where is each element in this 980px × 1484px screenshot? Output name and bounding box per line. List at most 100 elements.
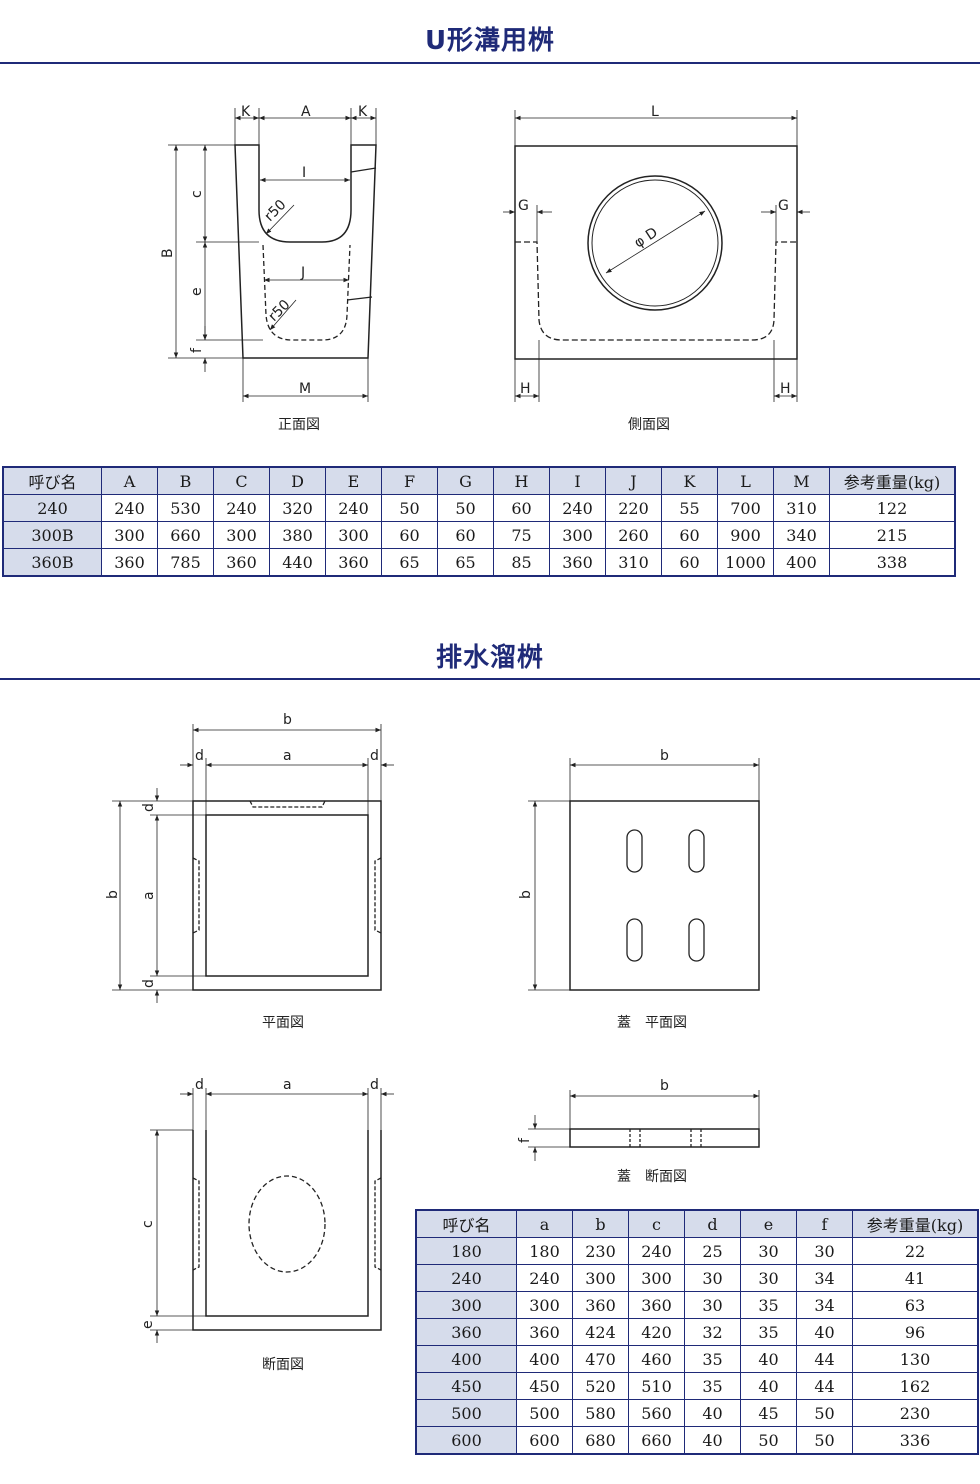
table-cell: 35	[684, 1345, 741, 1373]
table-cell: 41	[852, 1264, 979, 1292]
table-cell: 360	[516, 1318, 573, 1346]
table-cell: 230	[852, 1399, 979, 1427]
dim-label-j: J	[300, 265, 305, 281]
plan-view-caption: 平面図	[262, 1015, 304, 1031]
table-cell: 34	[796, 1264, 853, 1292]
table-cell: 65	[437, 548, 494, 577]
table-cell: 30	[740, 1237, 797, 1265]
side-view-caption: 側面図	[628, 417, 670, 433]
table-header-cell: C	[213, 466, 270, 495]
table-cell: 424	[572, 1318, 629, 1346]
table-cell: 22	[852, 1237, 979, 1265]
table-cell: 40	[684, 1399, 741, 1427]
dim-label-d: d	[141, 803, 157, 812]
table-cell: 230	[572, 1237, 629, 1265]
table-header-cell: I	[549, 466, 606, 495]
dim-label-d: d	[370, 748, 379, 764]
table-cell: 122	[829, 494, 956, 522]
table-cell: 215	[829, 521, 956, 549]
table-cell: 260	[605, 521, 662, 549]
table-cell: 40	[796, 1318, 853, 1346]
table-cell: 500	[415, 1399, 517, 1427]
table-cell: 470	[572, 1345, 629, 1373]
table-cell: 310	[605, 548, 662, 577]
table-cell: 440	[269, 548, 326, 577]
table-header-cell: e	[740, 1209, 797, 1238]
plan-view-drawing	[112, 724, 394, 1003]
table-cell: 63	[852, 1291, 979, 1319]
table-cell: 300	[572, 1264, 629, 1292]
table-header-cell: B	[157, 466, 214, 495]
dim-label-a: A	[301, 104, 311, 120]
table-cell: 520	[572, 1372, 629, 1400]
table-header-cell: J	[605, 466, 662, 495]
table-row: 300B 300 660 300 380 300 60 60 75 300 26…	[2, 521, 956, 549]
table-cell: 360	[101, 548, 158, 577]
table-cell: 30	[684, 1291, 741, 1319]
dim-label-c: c	[140, 1220, 156, 1228]
table-cell: 360	[549, 548, 606, 577]
table-cell: 240	[325, 494, 382, 522]
table-cell: 220	[605, 494, 662, 522]
table-cell: 660	[628, 1426, 685, 1455]
dim-label-b: b	[283, 712, 292, 728]
table-cell: 300	[415, 1291, 517, 1319]
table-cell: 400	[415, 1345, 517, 1373]
dim-label-r50: r50	[262, 197, 290, 225]
table-cell: 600	[415, 1426, 517, 1455]
table-cell: 336	[852, 1426, 979, 1455]
table-cell: 240	[213, 494, 270, 522]
table-cell: 40	[740, 1345, 797, 1373]
dim-label-k: K	[241, 104, 251, 120]
table-row: 360B 360 785 360 440 360 65 65 85 360 31…	[2, 548, 956, 577]
side-view-drawing	[503, 110, 810, 402]
table-cell: 55	[661, 494, 718, 522]
dim-label-c: c	[189, 190, 205, 198]
table-cell: 44	[796, 1345, 853, 1373]
table-cell: 310	[773, 494, 830, 522]
section-divider	[0, 62, 980, 64]
table-cell: 460	[628, 1345, 685, 1373]
table-header-cell: f	[796, 1209, 853, 1238]
table-cell: 360	[628, 1291, 685, 1319]
table-header-row: 呼び名 a b c d e f 参考重量(kg)	[415, 1209, 979, 1238]
dim-label-e: e	[189, 287, 205, 296]
lid-section-caption: 蓋 断面図	[617, 1169, 687, 1185]
dim-label-k: K	[358, 104, 368, 120]
table-header-cell: 呼び名	[415, 1209, 517, 1238]
lid-plan-caption: 蓋 平面図	[617, 1015, 687, 1031]
dim-label-d: d	[195, 748, 204, 764]
dim-label-m: M	[299, 381, 311, 397]
table-cell: 240	[628, 1237, 685, 1265]
dim-label-a: a	[283, 1077, 292, 1093]
table-header-cell: F	[381, 466, 438, 495]
table-row: 240 240 530 240 320 240 50 50 60 240 220…	[2, 494, 956, 522]
dim-label-h: H	[780, 381, 791, 397]
table-cell: 600	[516, 1426, 573, 1455]
dim-label-r50: r50	[266, 297, 294, 325]
table-cell: 60	[381, 521, 438, 549]
table-header-cell: c	[628, 1209, 685, 1238]
table-cell: 75	[493, 521, 550, 549]
dim-label-b: B	[160, 248, 176, 258]
lid-section-drawing	[528, 1090, 760, 1161]
table-cell: 320	[269, 494, 326, 522]
table-cell: 300	[549, 521, 606, 549]
table-cell: 240	[415, 1264, 517, 1292]
table-cell: 360	[325, 548, 382, 577]
dim-label-b: b	[660, 1078, 669, 1094]
table-cell: 680	[572, 1426, 629, 1455]
table-cell: 785	[157, 548, 214, 577]
table-cell: 240	[549, 494, 606, 522]
u-basin-spec-table: 呼び名 A B C D E F G H I J K L M 参考重量(kg) 2…	[2, 466, 956, 577]
table-cell: 300	[325, 521, 382, 549]
table-cell: 35	[740, 1318, 797, 1346]
table-cell: 32	[684, 1318, 741, 1346]
section-divider	[0, 678, 980, 680]
table-cell: 25	[684, 1237, 741, 1265]
